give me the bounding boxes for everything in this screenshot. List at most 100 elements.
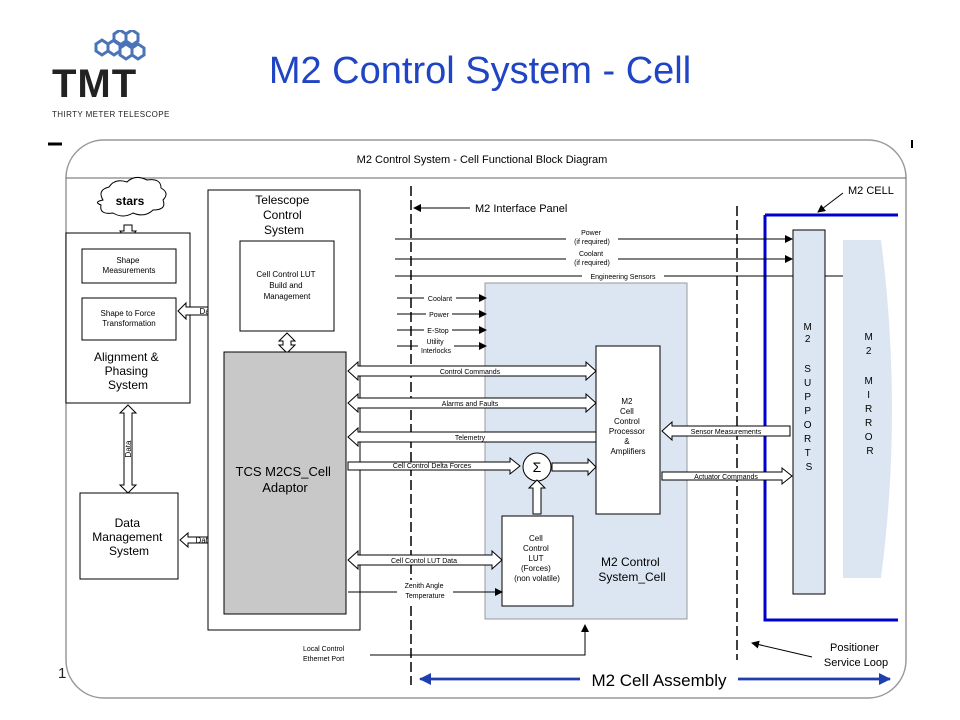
cell-assembly-label: M2 Cell Assembly xyxy=(591,671,727,690)
svg-text:Shape to Force Transformat: Shape to Force Transformation xyxy=(101,309,158,328)
supports-l5: P xyxy=(804,392,811,403)
interface-panel-label: M2 Interface Panel xyxy=(475,203,567,215)
tcs-line3: System xyxy=(264,223,304,237)
sensor-measurements-label: Sensor Measurements xyxy=(691,429,762,436)
m2cs-cell-line2: System_Cell xyxy=(598,570,665,584)
adaptor-line1: TCS M2CS_Cell xyxy=(236,464,331,479)
processor-line1: M2 xyxy=(621,397,633,406)
mirror-l8: R xyxy=(866,446,873,457)
data-management-line2: Management xyxy=(92,530,163,544)
tcs-line1: Telescope xyxy=(255,193,309,207)
m2-cell-label: M2 CELL xyxy=(848,185,894,197)
estop-label: E-Stop xyxy=(427,328,449,335)
delta-forces-label: Cell Control Delta Forces xyxy=(393,463,472,470)
utility-line1: Utility xyxy=(426,339,444,346)
svg-text:Cell Control LUT Build and: Cell Control LUT Build and Management xyxy=(256,270,317,301)
supports-l2: 2 xyxy=(805,334,811,345)
processor-line5: & xyxy=(624,437,630,446)
lut-line1: Cell xyxy=(529,534,543,543)
data-management-block xyxy=(79,492,179,580)
svg-text:M2 Cell Control Pr: M2 Cell Control Processor & Amplifiers xyxy=(609,397,647,456)
sigma-label: Σ xyxy=(533,459,542,475)
supports-l3: S xyxy=(804,364,811,375)
lut-block xyxy=(501,515,574,607)
m2-mirror-shape xyxy=(843,240,892,578)
processor-line6: Amplifiers xyxy=(610,447,645,456)
shape-to-force-line2: Transformation xyxy=(102,319,156,328)
power-req-line1: Power xyxy=(581,230,602,237)
svg-text:Power (if required): Power (if required) xyxy=(574,230,610,246)
svg-text:Local Control Ethernet Por: Local Control Ethernet Port xyxy=(303,646,346,663)
lut-line4: (Forces) xyxy=(521,564,551,573)
tcs-adaptor-block xyxy=(223,351,347,615)
coolant-req-line2: (if required) xyxy=(574,260,610,267)
alignment-line2: Phasing xyxy=(105,364,148,378)
supports-l7: O xyxy=(804,420,812,431)
stars-label: stars xyxy=(116,194,145,208)
supports-l6: P xyxy=(804,406,811,417)
processor-block xyxy=(595,345,661,515)
slide-title: M2 Control System - Cell xyxy=(268,50,692,92)
lut-data-label: Cell Contol LUT Data xyxy=(391,558,457,565)
processor-line3: Control xyxy=(614,417,640,426)
data-management-line3: System xyxy=(109,544,149,558)
data-management-line1: Data xyxy=(115,516,141,530)
coolant-req-line1: Coolant xyxy=(579,251,603,258)
svg-text:Data Management System: Data Management System xyxy=(92,516,165,558)
local-control-line1: Local Control xyxy=(303,646,345,653)
supports-l1: M xyxy=(803,322,811,333)
tcs-line2: Control xyxy=(263,208,302,222)
alignment-line1: Alignment & xyxy=(94,350,159,364)
svg-text:Cell Control LUT (: Cell Control LUT (Forces) (non volatile) xyxy=(514,534,560,583)
svg-text:Coolant (if required): Coolant (if required) xyxy=(574,251,610,267)
telemetry-label: Telemetry xyxy=(455,435,486,442)
data-label-2: Data xyxy=(196,536,213,545)
svg-text:Zenith Angle Temperature: Zenith Angle Temperature xyxy=(405,583,446,600)
diagram-title: M2 Control System - Cell Functional Bloc… xyxy=(357,154,608,166)
mirror-l4: I xyxy=(867,390,870,401)
lut-build-line3: Management xyxy=(264,292,311,301)
m2cs-cell-line1: M2 Control xyxy=(601,555,660,569)
svg-text:Telescope Control Syst: Telescope Control System xyxy=(255,193,312,237)
stars-cloud: stars xyxy=(97,176,167,217)
supports-l8: R xyxy=(804,434,811,445)
engineering-sensors-label: Engineering Sensors xyxy=(591,274,656,281)
zenith-line1: Zenith Angle xyxy=(405,583,444,590)
adaptor-line2: Adaptor xyxy=(262,480,308,495)
logo-text: TMT xyxy=(52,62,138,106)
zenith-line2: Temperature xyxy=(405,593,444,600)
shape-measurements-block xyxy=(81,248,177,284)
processor-line2: Cell xyxy=(620,407,634,416)
positioner-line2: Service Loop xyxy=(824,657,888,669)
shape-measurements-line2: Measurements xyxy=(103,266,156,275)
actuator-commands-label: Actuator Commands xyxy=(694,474,758,481)
local-control-line2: Ethernet Port xyxy=(303,656,344,663)
dot-label: . xyxy=(290,337,293,347)
power-req-line2: (if required) xyxy=(574,239,610,246)
mirror-l3: M xyxy=(864,376,872,387)
alignment-line3: System xyxy=(108,378,148,392)
svg-text:Positioner Service Loop: Positioner Service Loop xyxy=(824,642,888,669)
shape-to-force-line1: Shape to Force xyxy=(101,309,156,318)
processor-line4: Processor xyxy=(609,427,645,436)
mirror-l2: 2 xyxy=(866,346,872,357)
mirror-l1: M xyxy=(864,332,872,343)
tmt-logo-icon xyxy=(94,30,146,61)
svg-text:Shape Measurements: Shape Measurements xyxy=(103,256,156,275)
svg-text:Alignment & Phasing Sy: Alignment & Phasing System xyxy=(94,350,162,392)
svg-text:TCS M2CS_Cell Adaptor: TCS M2CS_Cell Adaptor xyxy=(236,464,335,495)
mirror-l7: O xyxy=(865,432,873,443)
lut-line3: LUT xyxy=(528,554,543,563)
svg-text:M 2 S U P: M 2 S U P P O R T S xyxy=(803,322,814,473)
supports-l9: T xyxy=(805,448,811,459)
utility-line2: Interlocks xyxy=(421,348,451,355)
shape-to-force-block xyxy=(81,297,177,341)
logo-subtitle: THIRTY METER TELESCOPE xyxy=(52,110,170,119)
svg-text:Utility Interlocks: Utility Interlocks xyxy=(421,339,451,355)
alarms-label: Alarms and Faults xyxy=(442,401,499,408)
lut-line5: (non volatile) xyxy=(514,574,560,583)
supports-l4: U xyxy=(804,378,811,389)
coolant-label: Coolant xyxy=(428,296,452,303)
svg-text:M2 Control System_Cell: M2 Control System_Cell xyxy=(598,555,665,584)
